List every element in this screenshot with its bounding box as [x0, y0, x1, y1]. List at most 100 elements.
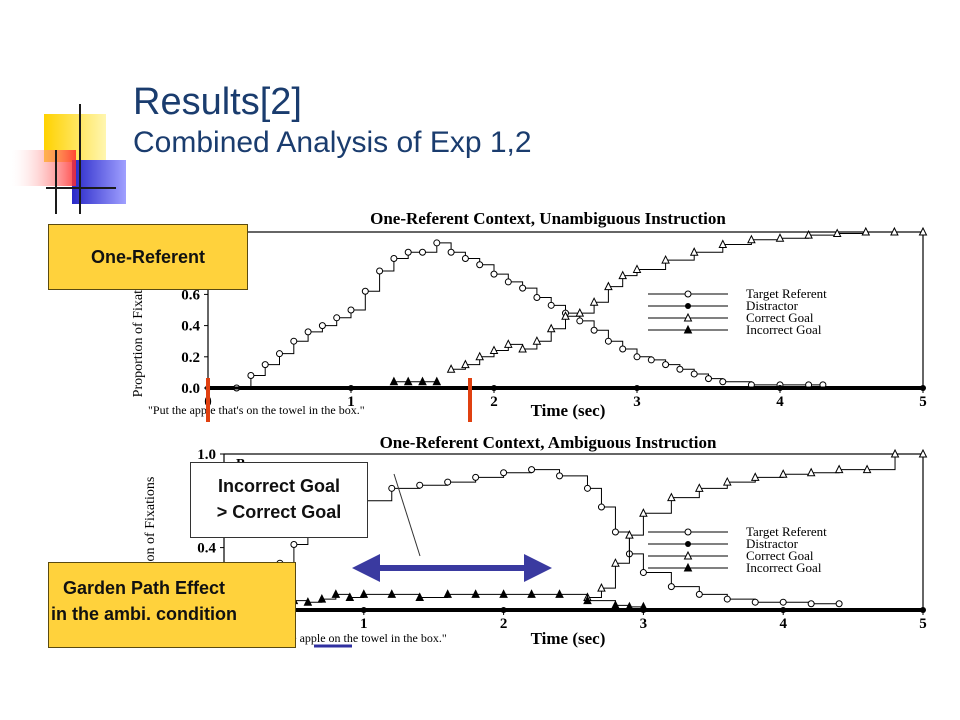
data-point: [360, 607, 367, 613]
data-point: [611, 528, 619, 536]
data-point: [447, 248, 455, 256]
data-point: [490, 270, 498, 278]
x-tick-label: 4: [779, 616, 787, 632]
data-point: [632, 264, 642, 273]
data-point: [461, 255, 469, 263]
data-point: [388, 484, 396, 492]
callout-text: Garden Path Effect: [63, 578, 226, 598]
x-tick-label: 3: [640, 616, 648, 632]
data-point: [261, 361, 269, 369]
data-point: [389, 376, 399, 386]
data-point: [333, 314, 341, 322]
data-point: [718, 239, 728, 248]
data-point: [290, 337, 298, 345]
data-point: [722, 476, 732, 486]
data-point: [920, 385, 926, 391]
chart-caption: "Put the apple that's on the towel in th…: [148, 403, 365, 417]
data-point: [705, 375, 712, 383]
data-point: [832, 228, 842, 238]
x-tick-label: 2: [500, 616, 508, 632]
slide-title-block: Results[2] Combined Analysis of Exp 1,2: [133, 80, 532, 162]
x-tick-label: 3: [633, 394, 641, 410]
data-point: [918, 226, 928, 236]
data-point: [775, 233, 785, 242]
data-point: [695, 483, 704, 492]
legend-label: Distractor: [746, 298, 799, 313]
data-point: [348, 385, 354, 391]
data-point: [491, 385, 497, 391]
chart-caption: "Put the apple on the towel in the box.": [258, 631, 447, 645]
data-point: [331, 589, 341, 598]
data-point: [807, 600, 815, 608]
data-point: [304, 328, 312, 336]
x-axis-label: Time (sec): [531, 629, 606, 648]
data-point: [862, 464, 872, 474]
legend-marker: [685, 541, 691, 547]
legend-marker: [683, 312, 693, 322]
legend-marker: [683, 550, 693, 560]
data-point: [361, 287, 369, 295]
data-point: [676, 365, 684, 373]
legend-marker: [684, 528, 692, 536]
data-point: [415, 592, 425, 602]
data-point: [918, 448, 928, 458]
data-point: [723, 595, 731, 603]
callout-text: in the ambi. condition: [51, 604, 237, 624]
data-point: [604, 337, 612, 345]
data-point: [751, 598, 759, 606]
legend-label: Correct Goal: [746, 548, 814, 563]
legend-label: Distractor: [746, 536, 799, 551]
data-point: [500, 469, 508, 477]
data-point: [432, 376, 442, 386]
data-point: [618, 270, 628, 280]
data-point: [247, 372, 255, 380]
data-point: [359, 589, 369, 598]
data-point: [777, 385, 783, 391]
legend-marker: [685, 303, 691, 309]
data-point: [662, 361, 670, 369]
legend-marker: [684, 290, 692, 298]
data-point: [376, 267, 384, 275]
data-point: [634, 385, 640, 391]
data-point: [303, 597, 313, 606]
data-point: [835, 600, 843, 608]
data-point: [834, 464, 844, 474]
data-point: [390, 255, 398, 263]
data-point: [890, 448, 900, 458]
data-point: [446, 364, 456, 373]
data-point: [639, 508, 648, 517]
data-point: [416, 481, 424, 489]
plot-area: 0.00.20.40.60.81.0012345Target ReferentD…: [181, 225, 928, 410]
data-point: [689, 247, 699, 256]
data-point: [639, 601, 648, 611]
data-point: [532, 336, 542, 345]
y-tick-label: 0.0: [181, 381, 200, 397]
arrow-left-head: [352, 554, 380, 582]
data-point: [561, 311, 570, 320]
data-point: [476, 261, 484, 269]
x-tick-label: 5: [919, 616, 927, 632]
y-tick-label: 0.6: [181, 287, 200, 303]
decorative-corner-graphic: [12, 104, 126, 214]
data-point: [597, 583, 606, 592]
data-point: [290, 540, 298, 548]
data-point: [443, 589, 452, 598]
x-axis-label: Time (sec): [531, 401, 606, 420]
legend-label: Incorrect Goal: [746, 322, 822, 337]
data-point: [419, 248, 426, 256]
data-point: [661, 254, 670, 264]
data-point: [276, 350, 283, 358]
chart-title: One-Referent Context, Unambiguous Instru…: [370, 209, 726, 228]
garden-path-callout: Garden Path Effect in the ambi. conditio…: [48, 562, 296, 648]
data-point: [583, 595, 592, 605]
data-point: [444, 478, 452, 486]
data-point: [667, 583, 675, 591]
data-point: [403, 376, 413, 386]
legend-marker: [683, 324, 693, 334]
data-point: [589, 297, 599, 306]
data-point: [404, 248, 412, 256]
data-point: [519, 284, 527, 292]
data-point: [861, 226, 871, 236]
data-point: [503, 339, 513, 348]
data-point: [750, 472, 760, 481]
